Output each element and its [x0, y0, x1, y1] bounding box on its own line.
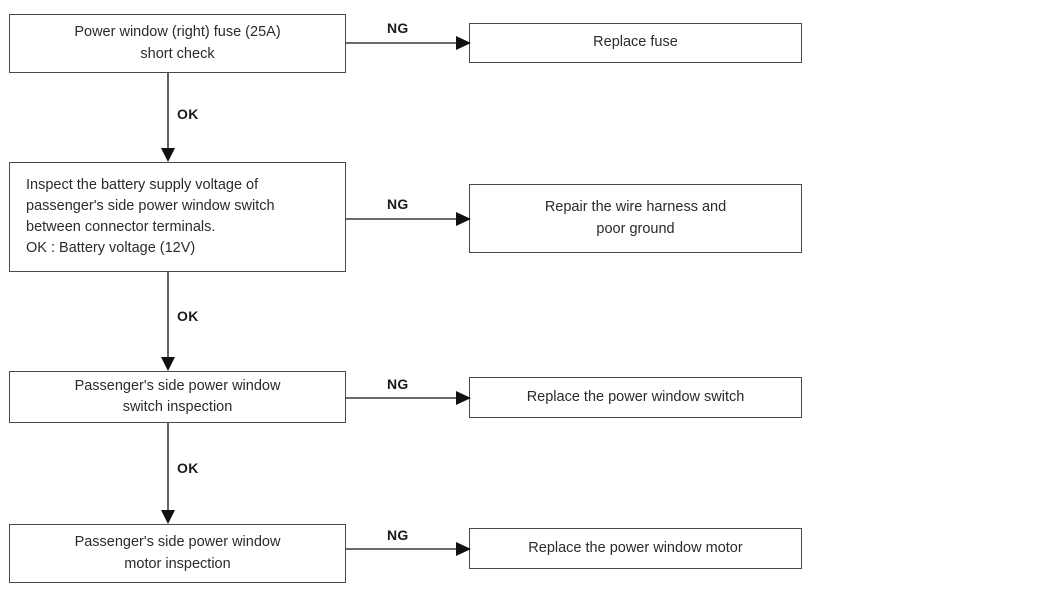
edge-label-ok-1: OK	[177, 106, 199, 122]
connector-ng-1	[346, 36, 471, 50]
action-box-replace-power-window-motor[interactable]: Replace the power window motor	[469, 528, 802, 569]
step-box-power-window-switch-inspection[interactable]: Passenger's side power window switch ins…	[9, 371, 346, 423]
step-box-fuse-short-check[interactable]: Power window (right) fuse (25A) short ch…	[9, 14, 346, 73]
step-box-power-window-motor-inspection[interactable]: Passenger's side power window motor insp…	[9, 524, 346, 583]
edge-label-ok-2: OK	[177, 308, 199, 324]
connector-ng-2	[346, 212, 471, 226]
edge-label-ok-3: OK	[177, 460, 199, 476]
connector-ok-1	[161, 73, 175, 162]
edge-label-ng-2: NG	[387, 196, 409, 212]
connector-ok-3	[161, 423, 175, 524]
connector-ng-4	[346, 542, 471, 556]
connector-ng-3	[346, 391, 471, 405]
connector-ok-2	[161, 272, 175, 371]
edge-label-ng-1: NG	[387, 20, 409, 36]
step-box-battery-supply-voltage[interactable]: Inspect the battery supply voltage of pa…	[9, 162, 346, 272]
action-box-repair-wire-harness[interactable]: Repair the wire harness and poor ground	[469, 184, 802, 253]
action-box-replace-fuse[interactable]: Replace fuse	[469, 23, 802, 63]
action-box-replace-power-window-switch[interactable]: Replace the power window switch	[469, 377, 802, 418]
edge-label-ng-4: NG	[387, 527, 409, 543]
edge-label-ng-3: NG	[387, 376, 409, 392]
